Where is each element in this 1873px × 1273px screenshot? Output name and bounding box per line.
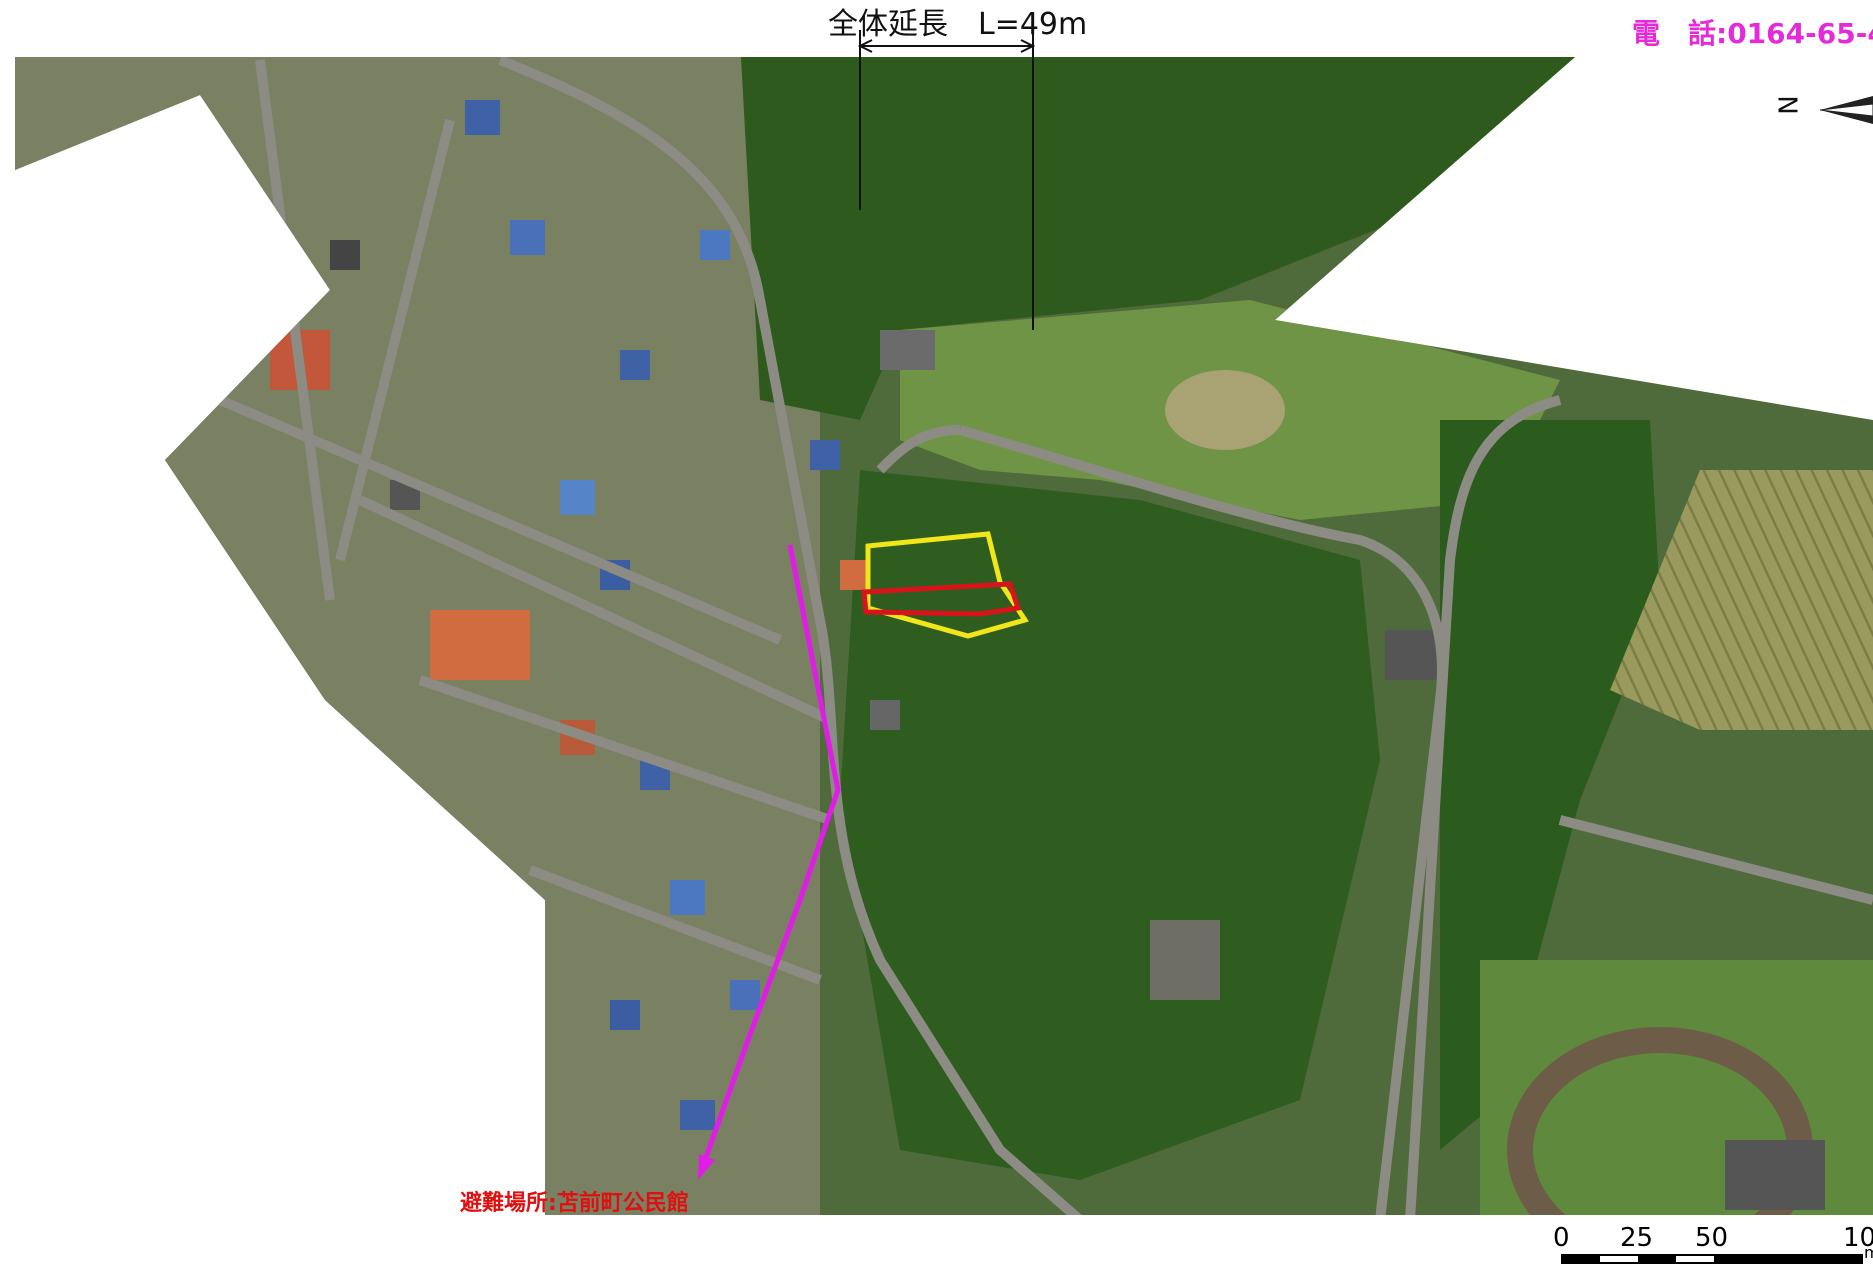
farm-field <box>1610 470 1873 730</box>
overall-length-label: 全体延長 L=49m <box>828 7 1088 42</box>
construction-section <box>861 581 1022 617</box>
scale-tick-50: 50 <box>1695 1223 1729 1253</box>
evacuation-site-label: 避難場所:苫前町公民館 <box>460 1191 689 1216</box>
roads <box>218 57 1873 1215</box>
dimension-line <box>857 30 1036 330</box>
scale-tick-100: 100 <box>1843 1223 1873 1253</box>
contact-phone-label: 電 話:0164-65-4 <box>1632 17 1873 50</box>
building-gym <box>1150 920 1220 1000</box>
scale-unit: m <box>1864 1245 1873 1261</box>
north-label: N <box>1774 95 1805 115</box>
forest-central <box>840 470 1380 1180</box>
building-shed <box>1385 630 1440 680</box>
forest-north <box>740 57 1600 420</box>
bare-patch <box>1165 370 1285 450</box>
evacuation-route <box>702 544 841 1161</box>
scale-tick-25: 25 <box>1620 1223 1654 1253</box>
scale-tick-0: 0 <box>1553 1223 1570 1253</box>
north-arrow <box>1819 96 1873 124</box>
evacuation-route-arrowhead <box>698 1154 715 1180</box>
warehouse <box>1725 1140 1825 1210</box>
scale-bar <box>1561 1254 1863 1264</box>
